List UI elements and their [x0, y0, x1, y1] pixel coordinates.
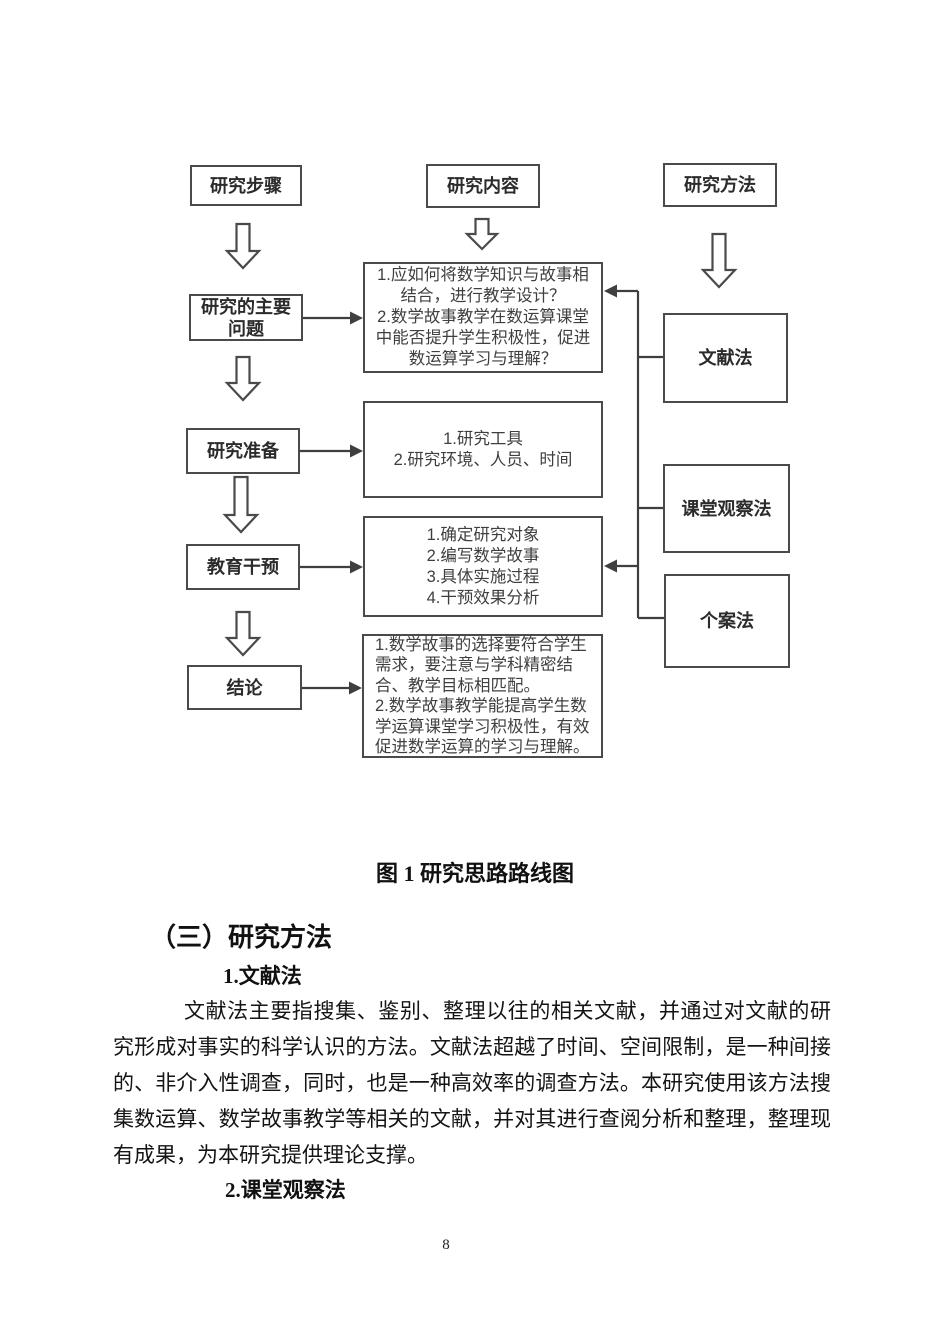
arrowhead-right-impl: [350, 560, 363, 574]
subsection-heading-observation: 2.课堂观察法: [225, 1178, 346, 1202]
flowchart-connectors: [222, 217, 738, 695]
flow-box-conclusion-content: 1.数学故事的选择要符合学生 需求，要注意与学科精密结 合、教学目标相匹配。 2…: [362, 634, 603, 758]
figure-caption: 图 1 研究思路路线图: [375, 861, 574, 886]
paragraph-literature-method: 文献法主要指搜集、鉴别、整理以往的相关文献，并通过对文献的研究形成对事实的科学认…: [113, 999, 831, 1167]
flow-box-literature-method: 文献法: [663, 313, 788, 403]
arrowhead-left-questions: [604, 284, 617, 298]
down-block-arrow-steps-3: [222, 475, 260, 534]
flow-box-research-method: 研究方法: [663, 163, 777, 207]
flow-box-research-content: 研究内容: [426, 164, 540, 208]
flow-box-research-steps: 研究步骤: [190, 165, 302, 206]
flow-box-preparation: 研究准备: [186, 428, 300, 474]
page-number: 8: [442, 1237, 450, 1253]
flow-box-case-method: 个案法: [664, 574, 790, 668]
down-block-arrow-steps-4: [224, 610, 262, 657]
flow-box-intervention: 教育干预: [186, 544, 300, 590]
arrowhead-right-questions: [350, 311, 363, 325]
subsection-heading-literature: 1.文献法: [223, 964, 302, 988]
down-block-arrow-steps-2: [224, 355, 262, 402]
arrowhead-left-impl: [604, 559, 617, 573]
flow-box-observation-method: 课堂观察法: [663, 464, 790, 553]
flow-box-main-problems: 研究的主要 问题: [189, 294, 303, 341]
flow-box-questions-content: 1.应如何将数学知识与故事相 结合，进行教学设计？ 2.数学故事教学在数运算课堂…: [363, 262, 603, 373]
flow-box-tools-content: 1.研究工具 2.研究环境、人员、时间: [363, 401, 603, 498]
down-block-arrow-steps-1: [224, 222, 262, 270]
down-block-arrow-content: [464, 217, 500, 251]
flow-box-implementation-content: 1.确定研究对象 2.编写数学故事 3.具体实施过程 4.干预效果分析: [363, 516, 603, 617]
down-block-arrow-method: [700, 232, 738, 289]
arrowhead-right-tools: [350, 444, 363, 458]
arrowhead-right-conclusion: [349, 681, 362, 695]
flow-box-conclusion-step: 结论: [187, 665, 302, 710]
section-heading: （三）研究方法: [150, 922, 333, 952]
